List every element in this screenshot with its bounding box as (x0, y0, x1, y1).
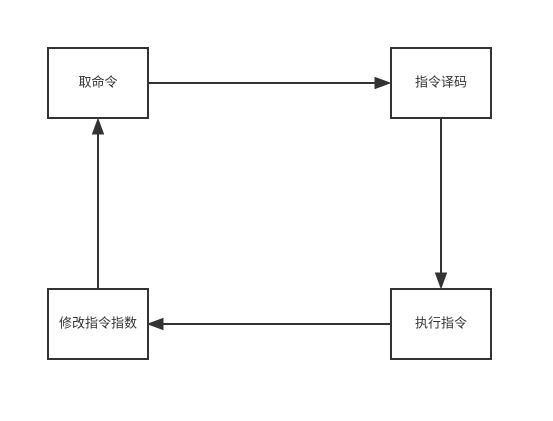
node-decode-label: 指令译码 (415, 76, 467, 91)
arrow-right-icon (374, 76, 392, 90)
node-fetch-label: 取命令 (78, 75, 117, 91)
node-decode: 指令译码 (390, 47, 492, 119)
node-fetch: 取命令 (47, 47, 149, 119)
edge-decode-to-execute (434, 118, 448, 290)
node-update-pc: 修改指令指数 (47, 288, 149, 360)
node-update-pc-label: 修改指令指数 (59, 317, 137, 332)
arrow-left-icon (146, 317, 164, 331)
node-execute-label: 执行指令 (415, 317, 467, 332)
edge-update-pc-to-fetch (91, 117, 105, 288)
arrow-down-icon (434, 272, 448, 290)
edge-fetch-to-decode (148, 76, 392, 90)
arrow-up-icon (91, 117, 105, 135)
edge-execute-to-update-pc (146, 317, 390, 331)
node-execute: 执行指令 (390, 288, 492, 360)
